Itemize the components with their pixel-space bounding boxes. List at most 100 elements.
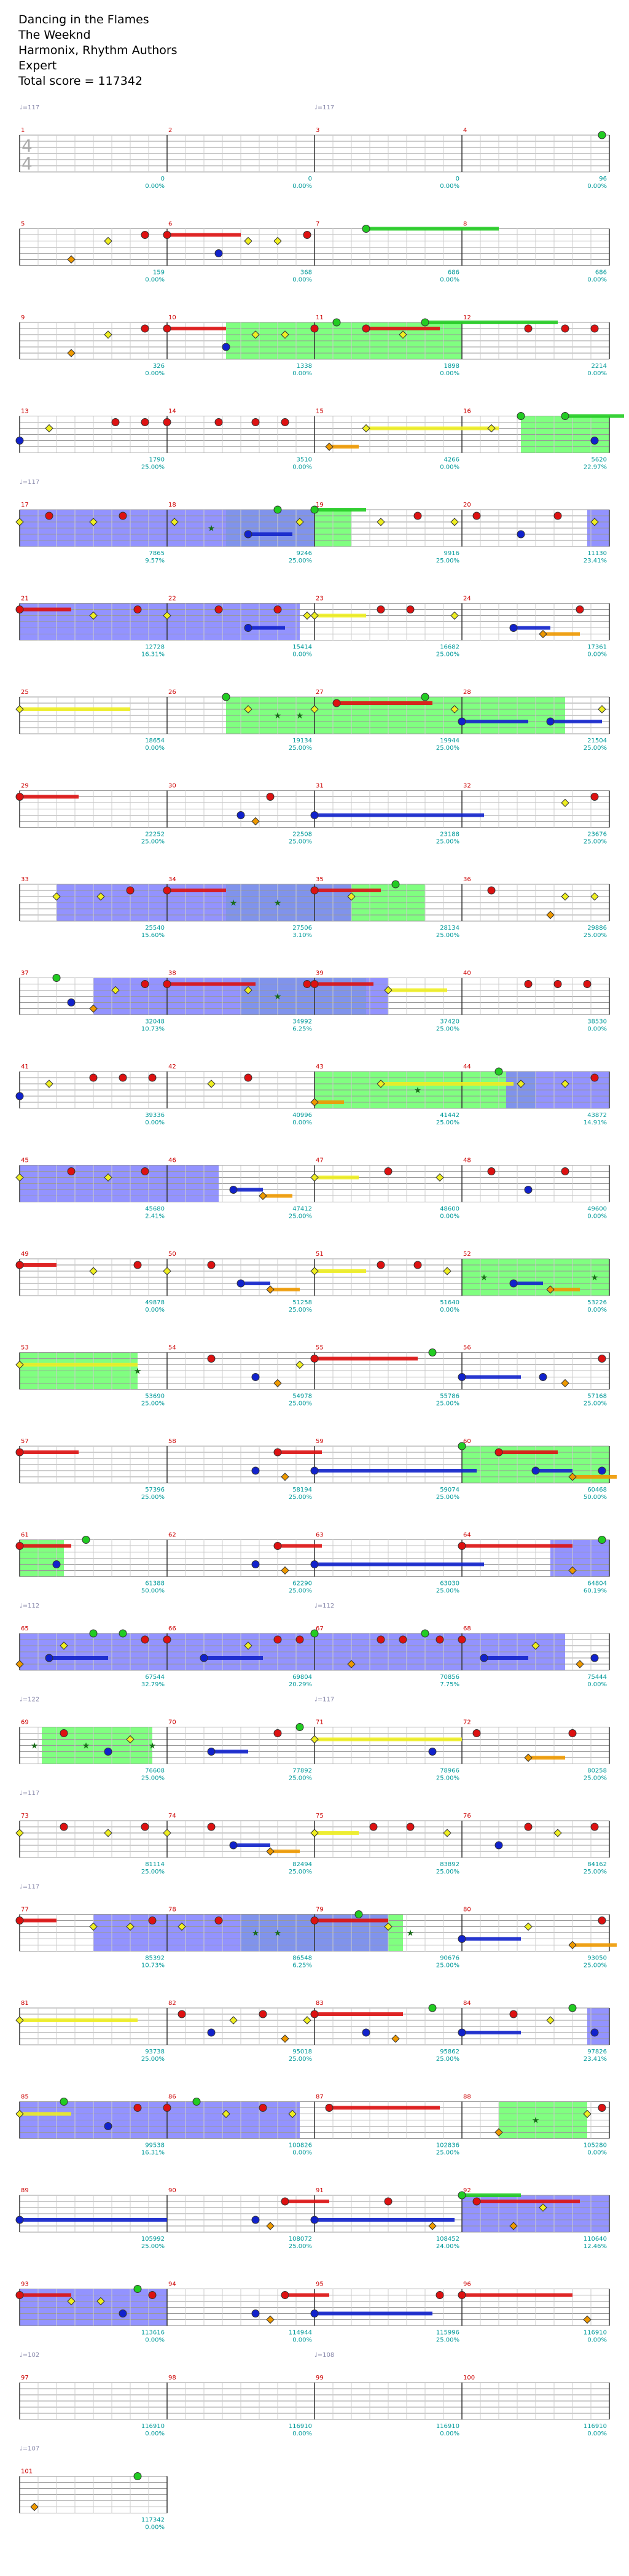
yellow-note (104, 1173, 112, 1182)
measure-number: 70 (168, 1719, 176, 1726)
measure-number: 46 (168, 1158, 176, 1164)
measure-score: 108072 (289, 2236, 312, 2243)
red-note (141, 980, 149, 988)
measure-number: 73 (21, 1813, 29, 1819)
measure-number: 7 (316, 221, 319, 228)
measure-score: 23188 (440, 831, 459, 838)
measure-number: 82 (168, 2000, 176, 2007)
red-note (67, 1167, 76, 1175)
measure-number: 20 (463, 502, 471, 508)
blue-note (428, 1748, 437, 1756)
measure-number: 81 (21, 2000, 29, 2007)
green-note (133, 2285, 142, 2293)
measure-number: 17 (21, 502, 29, 508)
measure-score: 53690 (145, 1393, 165, 1400)
measure-score: 75444 (587, 1674, 607, 1681)
yellow-sustain (314, 1175, 359, 1180)
red-sustain (167, 889, 226, 892)
red-sustain (20, 1544, 71, 1548)
measure-score: 57168 (587, 1393, 607, 1400)
measure-score: 69804 (292, 1674, 312, 1681)
chart-row: 373204810.73%38349926.25%393742025.00%40… (19, 970, 610, 1033)
measure-percent: 25.00% (436, 839, 459, 846)
measure-score: 49600 (587, 1206, 607, 1213)
measure-number: 32 (463, 783, 471, 790)
red-note (273, 1448, 282, 1457)
red-sustain (314, 2012, 403, 2016)
time-signature-top: 4 (21, 136, 33, 156)
red-note (413, 512, 422, 520)
blue-note (310, 2216, 319, 2224)
yellow-note (561, 798, 569, 807)
measure-number: 94 (168, 2281, 176, 2288)
measure-percent: 25.00% (141, 2056, 165, 2063)
measure-score: 0 (161, 176, 165, 182)
measure-score: 11130 (587, 550, 607, 557)
blue-note (251, 2216, 260, 2224)
measure-percent: 0.00% (292, 2430, 312, 2437)
red-note (119, 1073, 127, 1082)
measure-score: 86548 (292, 1955, 312, 1962)
blue-note (15, 1092, 24, 1100)
yellow-note (111, 986, 120, 995)
red-note (325, 2104, 334, 2112)
red-sustain (314, 1918, 388, 1923)
measure-score: 7865 (149, 550, 165, 557)
red-note (163, 2104, 171, 2112)
star-note: ★ (274, 711, 282, 721)
blue-sustain (314, 2218, 455, 2222)
measure-number: 69 (21, 1719, 29, 1726)
measure-percent: 0.00% (440, 1213, 459, 1220)
red-note (377, 605, 385, 613)
measure-number: 78 (168, 1907, 176, 1913)
tempo-mark: ♩=117 (314, 1697, 334, 1703)
red-note (163, 980, 171, 988)
measure-number: 74 (168, 1813, 176, 1819)
measure-number: 39 (316, 970, 324, 977)
red-note (207, 1355, 216, 1363)
measure-percent: 22.97% (584, 464, 607, 471)
chart-row: 45456802.41%464741225.00%47486000.00%484… (15, 1158, 610, 1220)
song-title: Dancing in the Flames (18, 13, 149, 26)
measure-number: 79 (316, 1907, 324, 1913)
measure-score: 19134 (292, 737, 312, 744)
star-note: ★ (82, 1741, 90, 1751)
blue-note (119, 2309, 127, 2317)
measure-number: 85 (21, 2094, 29, 2101)
measure-score: 1898 (444, 363, 459, 370)
measure-percent: 0.00% (292, 464, 312, 471)
green-note (222, 693, 230, 701)
red-note (406, 1823, 415, 1831)
measure-percent: 25.00% (141, 1869, 165, 1875)
measure-percent: 25.00% (289, 1588, 312, 1595)
measure-percent: 0.00% (292, 183, 312, 190)
green-note (273, 505, 282, 514)
measure-percent: 25.00% (289, 839, 312, 846)
blue-note (244, 624, 252, 632)
measure-score: 32048 (145, 1019, 165, 1025)
measure-percent: 23.41% (584, 2056, 607, 2063)
measure-score: 58194 (292, 1487, 312, 1493)
yellow-note (303, 2016, 311, 2025)
chart-row: 25186540.00%261913425.00%271994425.00%28… (15, 689, 610, 752)
red-sustain (366, 327, 440, 330)
measure-percent: 25.00% (289, 1307, 312, 1313)
measure-number: 101 (21, 2469, 33, 2475)
yellow-note (104, 236, 112, 246)
measure-percent: 0.00% (587, 2337, 607, 2344)
measure-number: 5 (21, 221, 25, 228)
green-note (421, 1629, 429, 1638)
orange-sustain (528, 1756, 565, 1760)
measure-percent: 24.00% (436, 2243, 459, 2250)
measure-percent: 0.00% (145, 1307, 165, 1313)
blue-note (214, 249, 223, 257)
measure-percent: 10.73% (141, 1963, 165, 1969)
chart-row: ♩=112♩=112656754432.79%666980420.29%6770… (15, 1603, 610, 1688)
measure-percent: 0.00% (145, 2337, 165, 2344)
red-note (406, 605, 415, 613)
red-note (214, 418, 223, 426)
yellow-note (244, 236, 252, 246)
red-note (15, 2291, 24, 2299)
star-note: ★ (591, 1273, 599, 1283)
yellow-note (126, 1922, 135, 1931)
